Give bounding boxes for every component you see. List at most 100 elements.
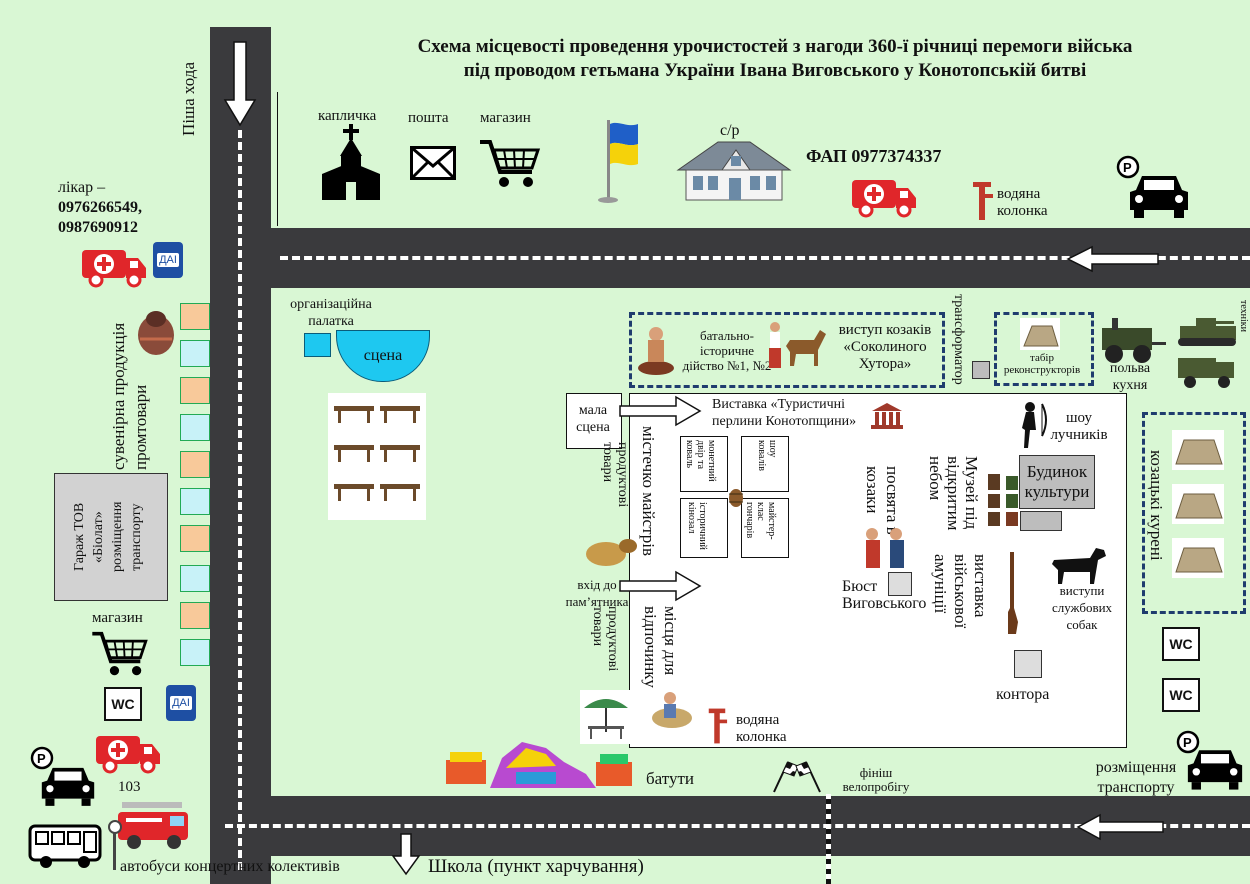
- exhibit-icon: [988, 474, 1018, 526]
- label-dogs: виступи службових собак: [1051, 583, 1113, 632]
- military-truck-icon: [1178, 358, 1234, 388]
- road-top-markings: [280, 256, 1250, 260]
- stall: [180, 303, 210, 330]
- car-icon: [41, 767, 95, 806]
- cossack-figure: [769, 322, 781, 368]
- label-shop-left: магазин: [92, 610, 143, 626]
- house-icon: [676, 141, 792, 201]
- stall: [180, 488, 210, 515]
- label-masters-town: містечко майстрів: [639, 426, 658, 556]
- small-stage: [566, 393, 622, 449]
- label-school: Школа (пункт харчування): [428, 856, 644, 877]
- ambulance-icon: [82, 250, 146, 288]
- arrow-right-icon: [619, 570, 702, 602]
- wc-sign: WC: [104, 687, 142, 721]
- label-water-top: водяна колонка: [997, 186, 1048, 219]
- main-square: [629, 393, 1127, 748]
- bust-box: [888, 572, 912, 596]
- label-water-bottom: водяна колонка: [736, 712, 787, 745]
- culture-annex: [1020, 511, 1062, 531]
- tank-icon: [1178, 318, 1236, 346]
- arrow-left-icon: [1076, 813, 1164, 841]
- label-booth-mint: монетний двір та коваль: [684, 440, 717, 482]
- benches-area: [328, 393, 426, 520]
- checkered-flag-icon: [773, 761, 821, 793]
- label-bust: Бюст Виговського: [842, 578, 927, 612]
- label-products-2: продуктові товари: [590, 606, 620, 672]
- label-military-tech: виставка військової техніки: [1238, 300, 1250, 383]
- label-booth-smiths: шоу ковалів: [756, 440, 778, 471]
- label-small-stage: мала сцена: [576, 403, 610, 435]
- label-fap: ФАП 0977374337: [806, 146, 942, 166]
- water-pump-icon: [708, 708, 728, 744]
- label-village-council: с/р: [720, 122, 740, 139]
- arrow-down-icon: [391, 833, 421, 876]
- finish-line: [826, 794, 831, 884]
- envelope-icon: [410, 146, 456, 180]
- svg-text:P: P: [37, 751, 46, 766]
- label-garage: Гараж ТОВ «Біолат» розміщення транспорту: [72, 501, 144, 573]
- booth-mint: [680, 436, 728, 492]
- road-vertical-markings: [238, 130, 242, 870]
- label-shop-top: магазин: [480, 110, 531, 126]
- label-products-1: продуктові товари: [600, 442, 630, 508]
- stall: [180, 565, 210, 592]
- tent-icon: [1172, 430, 1224, 470]
- label-reenactors: табір реконструкторів: [1003, 352, 1081, 376]
- svg-text:P: P: [1123, 160, 1132, 175]
- bus-icon: [28, 824, 102, 868]
- cart-icon: [92, 631, 148, 676]
- label-cossacks: виступ козаків «Соколиного Хутора»: [838, 322, 932, 372]
- label-parking: розміщення транспорту: [1095, 759, 1177, 796]
- stall: [180, 451, 210, 478]
- label-org-tent: організаційна палатка: [290, 297, 372, 329]
- parking-icon: P: [1116, 155, 1140, 179]
- bench-icon: [334, 406, 420, 501]
- office-box: [1014, 650, 1042, 678]
- archer-icon: [1022, 402, 1047, 448]
- arrow-right-icon: [619, 395, 702, 427]
- org-tent-square: [304, 333, 331, 357]
- stall: [180, 639, 210, 666]
- tent-icon: [1172, 484, 1224, 524]
- boundary-line: [277, 92, 278, 226]
- label-fire-number: 103: [118, 779, 141, 795]
- tent-icon: [1172, 538, 1224, 578]
- label-doctor: лікар – 0976266549, 0987690912: [58, 179, 142, 236]
- culture-house: Будинок культури: [1019, 455, 1095, 509]
- label-booth-pottery: майстер-клас гончарів: [744, 502, 777, 540]
- car-icon: [1130, 176, 1188, 218]
- label-trampolines: батути: [646, 769, 694, 788]
- road-bottom-markings: [225, 824, 1250, 828]
- car-icon: [1187, 750, 1243, 790]
- label-kurens: козацькі курені: [1147, 450, 1166, 561]
- svg-text:P: P: [1183, 735, 1192, 750]
- label-buses: автобуси концертних колективів: [120, 858, 340, 875]
- label-office: контора: [996, 686, 1050, 703]
- label-booth-cinema: історичний кінозал: [686, 502, 708, 550]
- booth-smiths: [741, 436, 789, 492]
- flag-icon: [598, 120, 638, 203]
- tent-icon: [1020, 318, 1060, 350]
- rest-figure: [652, 692, 692, 728]
- cart-icon: [480, 140, 541, 187]
- rifle-icon: [1008, 552, 1018, 634]
- wc-sign: WC: [1162, 678, 1200, 712]
- stall: [180, 602, 210, 629]
- ambulance-icon: [96, 736, 160, 774]
- museum-icon: [871, 403, 903, 429]
- souvenir-image: [138, 311, 174, 355]
- trampoline-icon: [446, 742, 632, 788]
- booth-pottery: [741, 498, 789, 558]
- label-museum: Музей під відкритим небом: [926, 456, 981, 531]
- parking-icon: P: [1176, 730, 1200, 754]
- arrow-down-icon: [223, 41, 257, 127]
- kurens-area: [1142, 412, 1246, 614]
- transformer-box: [972, 361, 990, 379]
- stall: [180, 525, 210, 552]
- label-archers: шоу лучників: [1050, 410, 1108, 443]
- water-pump-icon: [973, 182, 993, 220]
- label-souvenirs: сувенірна продукція промтовари: [109, 322, 150, 470]
- wc-sign: WC: [1162, 627, 1200, 661]
- police-sign: ДАІ: [153, 242, 183, 278]
